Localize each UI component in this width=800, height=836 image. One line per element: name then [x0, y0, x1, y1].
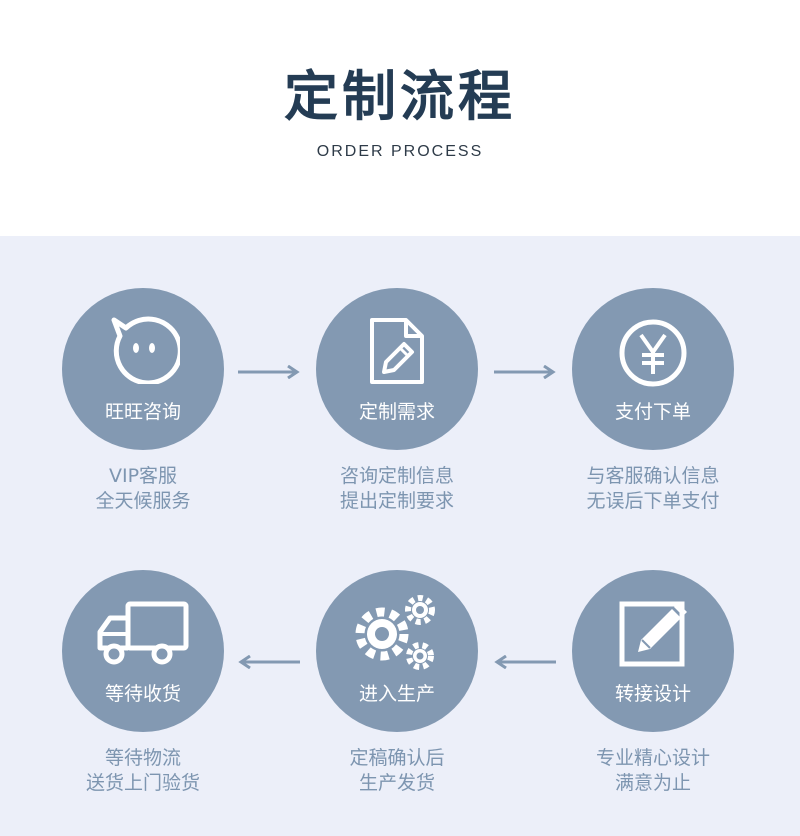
edit-square-icon	[618, 596, 690, 668]
step-label: 转接设计	[614, 683, 691, 705]
chat-face-icon	[106, 314, 180, 384]
step-circle-delivery: 等待收货	[62, 570, 224, 732]
yen-coin-icon	[616, 316, 690, 390]
desc-line: 与客服确认信息	[586, 465, 720, 487]
page-subtitle: ORDER PROCESS	[316, 143, 484, 160]
step-circle-design: 转接设计	[572, 570, 734, 732]
document-edit-icon	[366, 316, 428, 386]
process-panel: 旺旺咨询 定制需求 支付下	[0, 236, 800, 836]
arrow-right-icon	[494, 365, 556, 379]
step-circle-payment: 支付下单	[572, 288, 734, 450]
step-description: 与客服确认信息 无误后下单支付	[533, 464, 773, 514]
desc-line: 生产发货	[358, 772, 435, 794]
step-label: 进入生产	[358, 683, 435, 705]
step-description: 专业精心设计 满意为止	[533, 746, 773, 796]
step-description: 等待物流 送货上门验货	[23, 746, 263, 796]
step-label: 旺旺咨询	[104, 401, 181, 423]
arrow-left-icon	[238, 655, 300, 669]
desc-line: VIP客服	[108, 465, 178, 487]
desc-line: 定稿确认后	[349, 747, 445, 769]
truck-icon	[96, 600, 190, 666]
step-circle-consult: 旺旺咨询	[62, 288, 224, 450]
arrow-right-icon	[238, 365, 300, 379]
gears-icon	[354, 592, 442, 672]
step-circle-production: 进入生产	[316, 570, 478, 732]
desc-line: 全天候服务	[95, 490, 191, 512]
desc-line: 满意为止	[614, 772, 691, 794]
step-description: VIP客服 全天候服务	[23, 464, 263, 514]
desc-line: 专业精心设计	[595, 747, 710, 769]
step-label: 等待收货	[104, 683, 181, 705]
step-label: 定制需求	[358, 401, 435, 423]
step-label: 支付下单	[614, 401, 691, 423]
desc-line: 咨询定制信息	[339, 465, 454, 487]
desc-line: 无误后下单支付	[586, 490, 720, 512]
desc-line: 提出定制要求	[339, 490, 454, 512]
step-description: 定稿确认后 生产发货	[277, 746, 517, 796]
step-circle-requirement: 定制需求	[316, 288, 478, 450]
header: 定制流程 ORDER PROCESS	[0, 0, 800, 236]
step-description: 咨询定制信息 提出定制要求	[277, 464, 517, 514]
arrow-left-icon	[494, 655, 556, 669]
page-title: 定制流程	[284, 65, 516, 128]
desc-line: 送货上门验货	[85, 772, 200, 794]
desc-line: 等待物流	[104, 747, 181, 769]
